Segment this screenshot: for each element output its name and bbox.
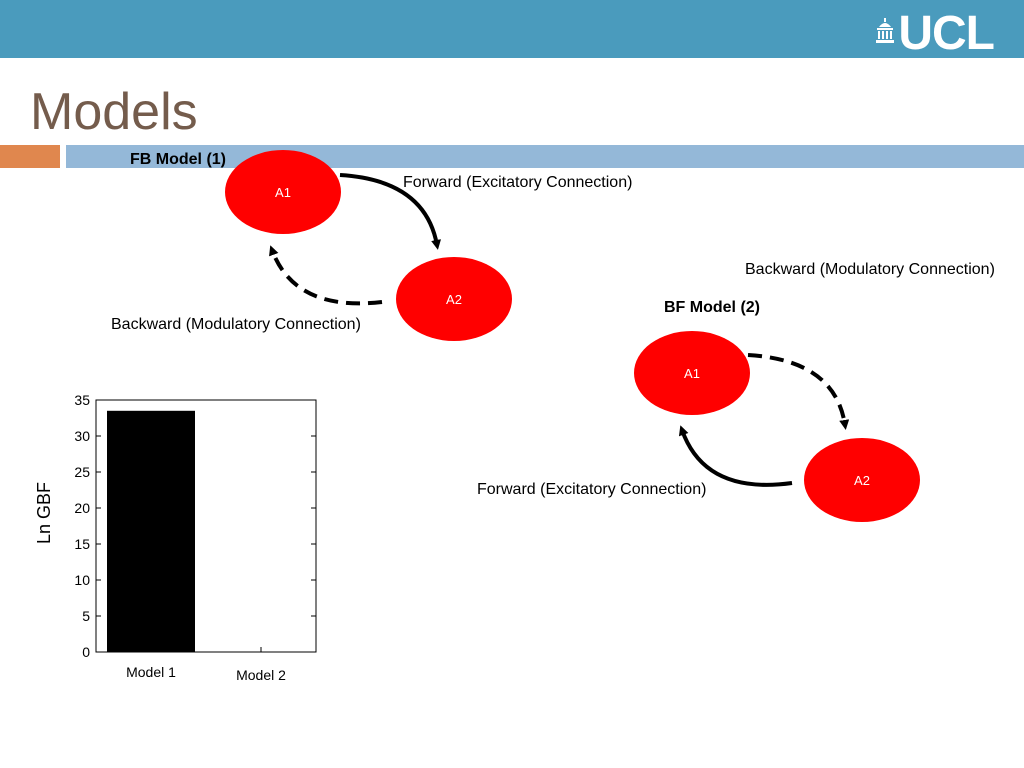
fb-forward-arrow — [339, 173, 442, 250]
chart-y-tick-label: 5 — [82, 608, 90, 624]
logo-text: UCL — [898, 7, 995, 60]
bar-chart: 0 5 10 15 20 25 30 35 Model 1 Model 2 Ln GBF — [34, 392, 317, 683]
fb-backward-label: Backward (Modulatory Connection) — [111, 316, 361, 333]
bf-model-title: BF Model (2) — [664, 299, 760, 316]
fb-node-a2 — [396, 257, 512, 341]
chart-y-tick-label: 10 — [74, 572, 90, 588]
chart-y-tick-label: 35 — [74, 392, 90, 408]
fb-model-title: FB Model (1) — [130, 151, 226, 168]
bf-node-a1-label: A1 — [684, 366, 700, 381]
fb-node-a1-label: A1 — [275, 185, 291, 200]
bf-backward-label: Backward (Modulatory Connection) — [745, 261, 995, 278]
chart-y-tick-label: 30 — [74, 428, 90, 444]
chart-x-tick-label: Model 1 — [126, 664, 176, 680]
fb-node-a1 — [225, 150, 341, 234]
ucl-logo: UCL — [876, 10, 995, 58]
chart-y-axis-label: Ln GBF — [34, 482, 54, 544]
chart-y-tick-label: 0 — [82, 644, 90, 660]
chart-x-tick-label: Model 2 — [236, 667, 286, 683]
bf-backward-arrow — [747, 353, 850, 430]
bf-node-a2-label: A2 — [854, 473, 870, 488]
chart-y-tick-label: 25 — [74, 464, 90, 480]
portico-icon — [876, 18, 895, 43]
bf-forward-arrow — [678, 425, 793, 487]
bf-node-a2 — [804, 438, 920, 522]
fb-node-a2-label: A2 — [446, 292, 462, 307]
header-bar — [0, 0, 1024, 58]
fb-backward-arrow — [269, 245, 383, 306]
chart-bar-1 — [107, 410, 195, 652]
slide-title: Models — [30, 83, 198, 141]
fb-forward-label: Forward (Excitatory Connection) — [403, 174, 633, 191]
accent-bar-orange — [0, 145, 60, 168]
bf-forward-label: Forward (Excitatory Connection) — [477, 481, 707, 498]
chart-y-tick-label: 20 — [74, 500, 90, 516]
bf-node-a1 — [634, 331, 750, 415]
chart-y-tick-label: 15 — [74, 536, 90, 552]
